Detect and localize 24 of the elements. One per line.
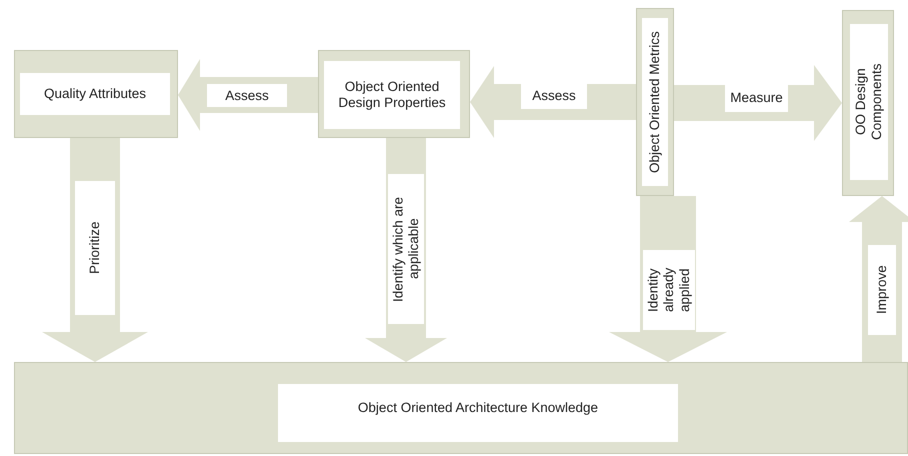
node-label: Object Oriented Metrics — [642, 18, 668, 186]
edge-label: Assess — [207, 84, 287, 107]
block-arrow — [42, 138, 148, 362]
process-box — [318, 50, 470, 138]
block-arrow — [674, 65, 842, 141]
edge-label: Identity already applied — [643, 250, 695, 330]
block-arrow — [609, 196, 727, 362]
node-label: Quality Attributes — [20, 73, 170, 115]
edge-label: Measure — [725, 83, 788, 112]
edge-label: Assess — [521, 83, 587, 109]
node-label: Object Oriented Design Properties — [324, 61, 460, 129]
edge-label: Prioritize — [75, 181, 115, 315]
block-arrow — [470, 66, 636, 138]
node-label: OO Design Components — [850, 24, 888, 180]
edge-label: Identify which are applicable — [388, 174, 424, 324]
block-arrow — [365, 138, 447, 362]
edge-label: Improve — [868, 245, 896, 335]
process-box — [14, 50, 178, 138]
block-arrow — [178, 59, 318, 131]
process-box — [842, 10, 894, 196]
process-box — [636, 8, 674, 196]
block-arrow — [849, 196, 908, 362]
process-box — [14, 362, 908, 454]
node-label: Object Oriented Architecture Knowledge — [278, 384, 678, 442]
